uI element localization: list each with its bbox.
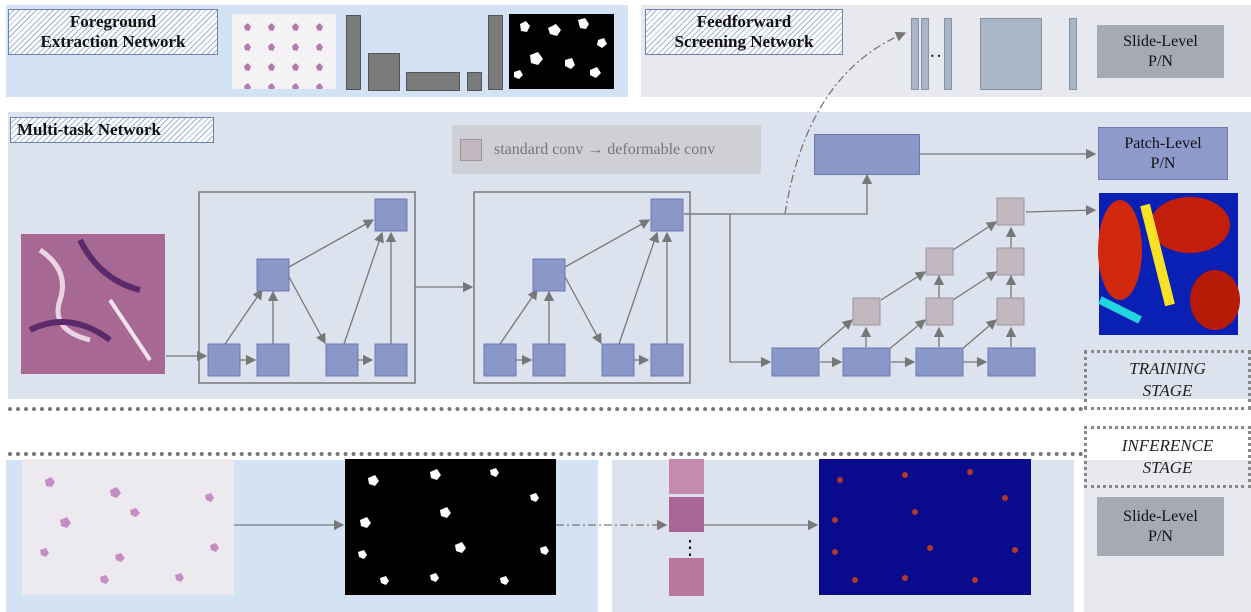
slide-level-bottom-line1: Slide-Level [1123, 507, 1198, 525]
separator-line-2 [8, 452, 1084, 456]
feedforward-title: Feedforward Screening Network [645, 9, 843, 55]
slide-level-output-bottom: Slide-Level P/N [1097, 497, 1224, 556]
inference-vertical-ellipsis: ⋮ [680, 537, 700, 559]
ff-layer-4 [1069, 18, 1077, 90]
inference-patch-3 [669, 558, 704, 596]
legend-text: standard conv → deformable conv [494, 140, 716, 158]
inference-mask-blobs [358, 468, 549, 585]
inference-line2: STAGE [1142, 458, 1193, 477]
classifier-block [814, 134, 920, 175]
dashdot-arrows [556, 31, 907, 531]
inference-slide-image [22, 459, 234, 595]
ff-layer-3 [944, 18, 952, 90]
inference-stage-label: INFERENCE STAGE [1084, 426, 1251, 488]
feedforward-title-line2: Screening Network [674, 32, 814, 51]
slide-level-bottom-line2: P/N [1148, 527, 1173, 545]
conv-blocks [207, 198, 1036, 377]
slide-level-top-line2: P/N [1148, 52, 1173, 70]
encoder-frame-2 [473, 191, 691, 384]
legend: standard conv → deformable conv [452, 125, 761, 174]
inference-patch-2 [669, 497, 704, 532]
slide-level-output-top: Slide-Level P/N [1097, 25, 1224, 78]
separator-line-1 [8, 407, 1084, 411]
feedforward-title-line1: Feedforward [696, 12, 792, 31]
patch-level-line2: P/N [1150, 154, 1176, 172]
foreground-title: Foreground Extraction Network [8, 9, 218, 55]
foreground-title-line2: Extraction Network [40, 32, 186, 51]
foreground-title-line1: Foreground [69, 12, 157, 31]
arrows [166, 148, 1097, 531]
multitask-title: Multi-task Network [10, 117, 214, 143]
histology-texture [28, 238, 152, 362]
inference-heatmap-image [819, 459, 1031, 595]
encoder-bar-2 [368, 53, 400, 91]
inference-patch-1 [669, 459, 704, 494]
slide-level-top-line1: Slide-Level [1123, 32, 1198, 50]
training-line1: TRAINING [1129, 359, 1206, 378]
ff-layer-1 [911, 18, 919, 90]
encoder-bar-4 [467, 72, 482, 91]
inference-line1: INFERENCE [1121, 436, 1214, 455]
heatmap-texture [1098, 197, 1240, 330]
training-stage-label: TRAINING STAGE [1084, 350, 1251, 410]
encoder-bar-1 [346, 15, 361, 90]
ff-layer-2 [921, 18, 929, 90]
deformable-blocks [852, 197, 1025, 326]
inference-slide-blobs [40, 477, 219, 584]
encoder-bar-3 [406, 72, 460, 91]
slide-thumbnail-texture [232, 14, 336, 89]
training-line2: STAGE [1142, 381, 1193, 400]
patch-level-output: Patch-Level P/N [1098, 127, 1228, 180]
legend-swatch [460, 138, 482, 161]
encoder-bar-5 [488, 15, 503, 90]
multitask-title-text: Multi-task Network [17, 120, 162, 139]
mask-blobs [514, 18, 607, 79]
inference-heatmap-blobs [832, 469, 1018, 583]
patch-level-line1: Patch-Level [1124, 134, 1202, 152]
inference-mask-image [345, 459, 556, 595]
ff-block [980, 18, 1042, 90]
